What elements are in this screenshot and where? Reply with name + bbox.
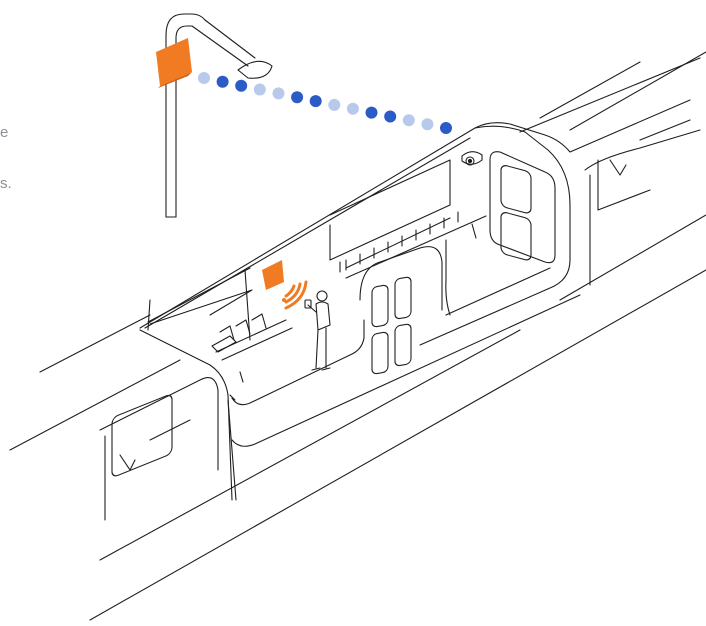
- train-roof: [139, 57, 701, 346]
- signal-dot-dark: [216, 75, 229, 88]
- passenger-with-phone: [304, 290, 331, 371]
- signal-dot-light: [272, 87, 285, 100]
- signal-dot-light: [402, 114, 415, 127]
- train-car-cutaway: [139, 159, 581, 501]
- signal-dot-dark: [440, 122, 452, 134]
- onboard-antenna-panel: [262, 260, 284, 290]
- signal-dot-trail: [198, 72, 452, 134]
- cropped-text-line-2: s.: [0, 175, 12, 192]
- signal-dot-light: [346, 102, 359, 115]
- signal-dot-dark: [365, 106, 378, 119]
- signal-dot-light: [253, 83, 266, 96]
- seat-row-right: [345, 211, 487, 279]
- cropped-text-line-1: e: [0, 124, 9, 141]
- end-windows: [489, 151, 556, 264]
- wifi-signal-icon: [282, 280, 308, 310]
- orange-antenna-panel: [156, 38, 192, 88]
- signal-dot-light: [328, 98, 341, 111]
- signal-dot-dark: [291, 91, 304, 104]
- lamp-post: [165, 13, 273, 218]
- track-lines: [9, 51, 706, 621]
- seat-row-left: [211, 313, 293, 383]
- signal-dot-light: [421, 118, 434, 131]
- rear-car: [584, 119, 701, 286]
- signal-dot-dark: [309, 95, 322, 108]
- signal-dot-light: [198, 72, 210, 84]
- signal-dot-dark: [235, 79, 248, 92]
- front-car: [99, 377, 219, 521]
- signal-dot-dark: [384, 110, 397, 123]
- door-panels: [359, 246, 443, 375]
- dome-camera-icon: [461, 151, 483, 166]
